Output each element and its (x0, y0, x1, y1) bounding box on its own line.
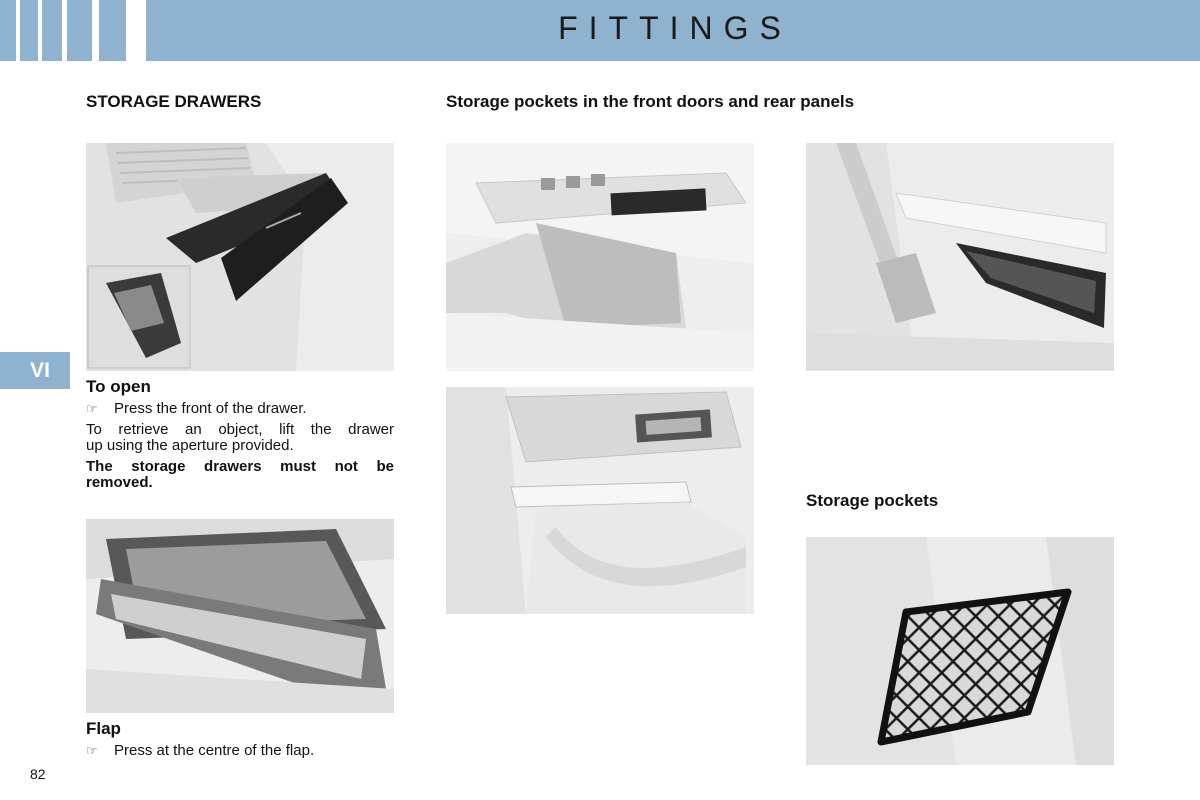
flap-illustration (86, 519, 394, 713)
to-open-text-line2: up using the aperture provided. (86, 437, 294, 454)
chapter-tab[interactable]: VI (0, 352, 70, 389)
header-stripe (126, 0, 146, 61)
page-title: FITTINGS (558, 10, 792, 46)
header-stripe (62, 0, 67, 61)
header-stripe (92, 0, 99, 61)
pointing-hand-icon: ☞ (86, 401, 98, 416)
to-open-bullet: ☞ Press the front of the drawer. (86, 400, 307, 417)
storage-drawer-illustration (86, 143, 394, 371)
warning-line1: The storage drawers must not be (86, 458, 394, 475)
storage-net-illustration (806, 537, 1114, 765)
page-header: FITTINGS (0, 0, 1200, 61)
rear-panel-pocket-illustration (806, 143, 1114, 371)
flap-bullet: ☞ Press at the centre of the flap. (86, 742, 314, 759)
storage-drawers-heading: STORAGE DRAWERS (86, 92, 262, 111)
warning-line2: removed. (86, 474, 153, 491)
storage-pockets-heading: Storage pockets (806, 491, 939, 510)
front-door-pocket-illustration (446, 143, 754, 371)
rear-door-pocket-illustration (446, 387, 754, 614)
header-stripe (16, 0, 20, 61)
door-pockets-heading: Storage pockets in the front doors and r… (446, 92, 855, 111)
header-stripe (38, 0, 42, 61)
to-open-bullet-text: Press the front of the drawer. (114, 400, 307, 417)
flap-heading: Flap (86, 719, 121, 738)
to-open-heading: To open (86, 377, 151, 396)
pointing-hand-icon: ☞ (86, 743, 98, 758)
to-open-text-line1: To retrieve an object, lift the drawer (86, 421, 394, 438)
page-number: 82 (30, 766, 46, 782)
flap-bullet-text: Press at the centre of the flap. (114, 742, 315, 759)
